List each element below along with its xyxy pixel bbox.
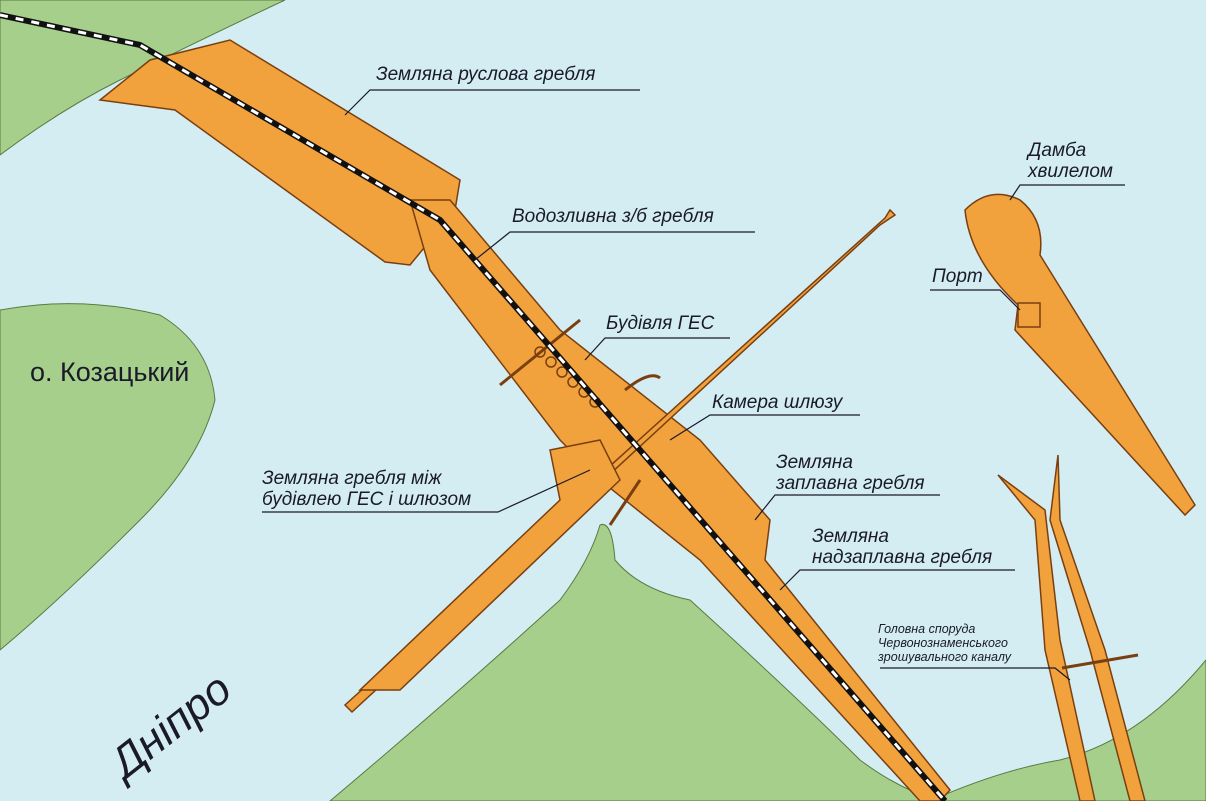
leader-floodplain — [754, 494, 940, 521]
land-bottom — [329, 523, 941, 801]
label-line: надзаплавна гребля — [812, 547, 993, 568]
label-spillway-dam: Водозливна з/б гребля — [512, 206, 714, 227]
lock-pier — [608, 479, 642, 526]
label-island: о. Козацький — [30, 357, 190, 387]
label-line: Земляна — [776, 452, 853, 473]
label-lock-chamber: Камера шлюзу — [712, 392, 843, 413]
leader-canal — [880, 667, 1071, 681]
land-top-left — [0, 0, 286, 156]
leader-spillway — [474, 231, 755, 261]
island-kozatskyi — [0, 303, 216, 651]
port — [1017, 302, 1041, 328]
label-line: заплавна гребля — [776, 473, 925, 494]
label-line: Земляна гребля між — [262, 468, 442, 489]
label-line: зрошувального каналу — [878, 650, 1012, 664]
canal-right — [1049, 454, 1146, 801]
dam-between — [358, 439, 621, 691]
label-line: хвилелом — [1028, 161, 1113, 182]
leader-above — [779, 569, 1015, 591]
railway-dashes — [0, 13, 947, 801]
lock-hook — [624, 374, 661, 392]
leader-lock — [669, 414, 860, 441]
breakwater — [964, 193, 1196, 517]
leader-riverbed — [344, 89, 640, 116]
hpp-pier — [499, 318, 581, 387]
label-line: будівлею ГЕС і шлюзом — [262, 489, 472, 510]
label-line: Земляна — [812, 526, 889, 547]
label-line: Червонознаменського — [878, 636, 1008, 650]
canal-left — [997, 474, 1096, 801]
label-riverbed-dam: Земляна руслова гребля — [376, 64, 596, 85]
leader-between — [262, 469, 591, 513]
canal-crossbar — [1061, 653, 1139, 670]
label-line: Головна споруда — [878, 622, 976, 636]
label-line: Дамба — [1028, 140, 1087, 161]
label-hpp-building: Будівля ГЕС — [606, 313, 715, 334]
label-port: Порт — [932, 266, 983, 287]
leader-breakwater — [1009, 184, 1125, 201]
leader-hpp — [584, 337, 730, 361]
leader-port — [930, 289, 1021, 311]
